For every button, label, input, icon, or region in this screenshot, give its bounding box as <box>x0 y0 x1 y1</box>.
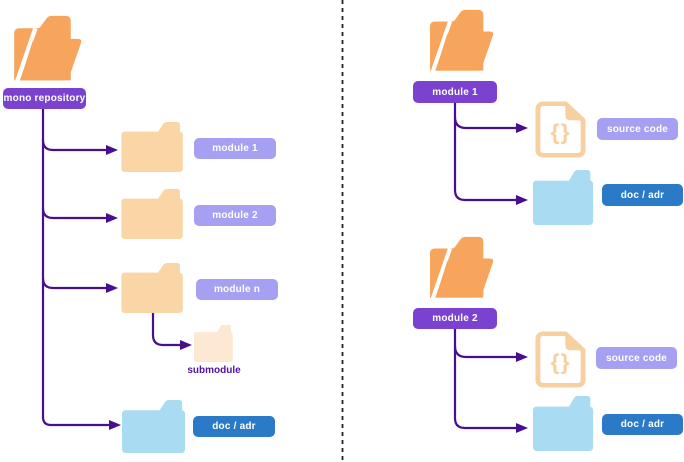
rmodule2-open-folder-icon <box>424 236 496 301</box>
rmodule1-doc-folder-icon <box>533 170 595 225</box>
connector-root-to-module1 <box>41 139 118 155</box>
rmodule2-doc-folder-icon <box>533 396 595 451</box>
mono-repo-label: mono repository <box>3 88 86 109</box>
module1-label: module 1 <box>194 138 276 159</box>
connector-rmodule2-to-source <box>453 345 528 362</box>
submodule-folder-icon <box>194 325 234 362</box>
connector-root-to-doc <box>41 109 121 430</box>
module2-label: module 2 <box>194 205 276 226</box>
connector-root-to-modulen <box>41 277 118 293</box>
doc-label: doc / adr <box>193 416 275 437</box>
rmodule1-source-label: source code <box>597 118 678 140</box>
rmodule2-doc-label: doc / adr <box>602 414 683 435</box>
connector-rmodule1-to-doc <box>453 103 528 205</box>
module2-folder-icon <box>121 189 185 239</box>
submodule-label: submodule <box>187 365 241 376</box>
rmodule2-code-file-icon <box>533 331 588 388</box>
modulen-label: module n <box>196 279 278 300</box>
modulen-folder-icon <box>121 263 185 313</box>
mono-repo-open-folder-icon <box>8 15 84 84</box>
rmodule2-label: module 2 <box>413 308 497 329</box>
connector-modulen-to-submodule <box>151 311 192 350</box>
doc-folder-icon <box>122 400 187 453</box>
rmodule2-source-label: source code <box>596 347 677 369</box>
connector-root-to-module2 <box>41 207 118 223</box>
rmodule1-code-file-icon <box>533 101 588 158</box>
connector-rmodule2-to-doc <box>453 329 528 433</box>
module1-folder-icon <box>121 122 185 172</box>
connector-rmodule1-to-source <box>453 116 528 133</box>
rmodule1-open-folder-icon <box>424 9 496 74</box>
rmodule1-label: module 1 <box>413 81 497 103</box>
rmodule1-doc-label: doc / adr <box>602 184 683 206</box>
